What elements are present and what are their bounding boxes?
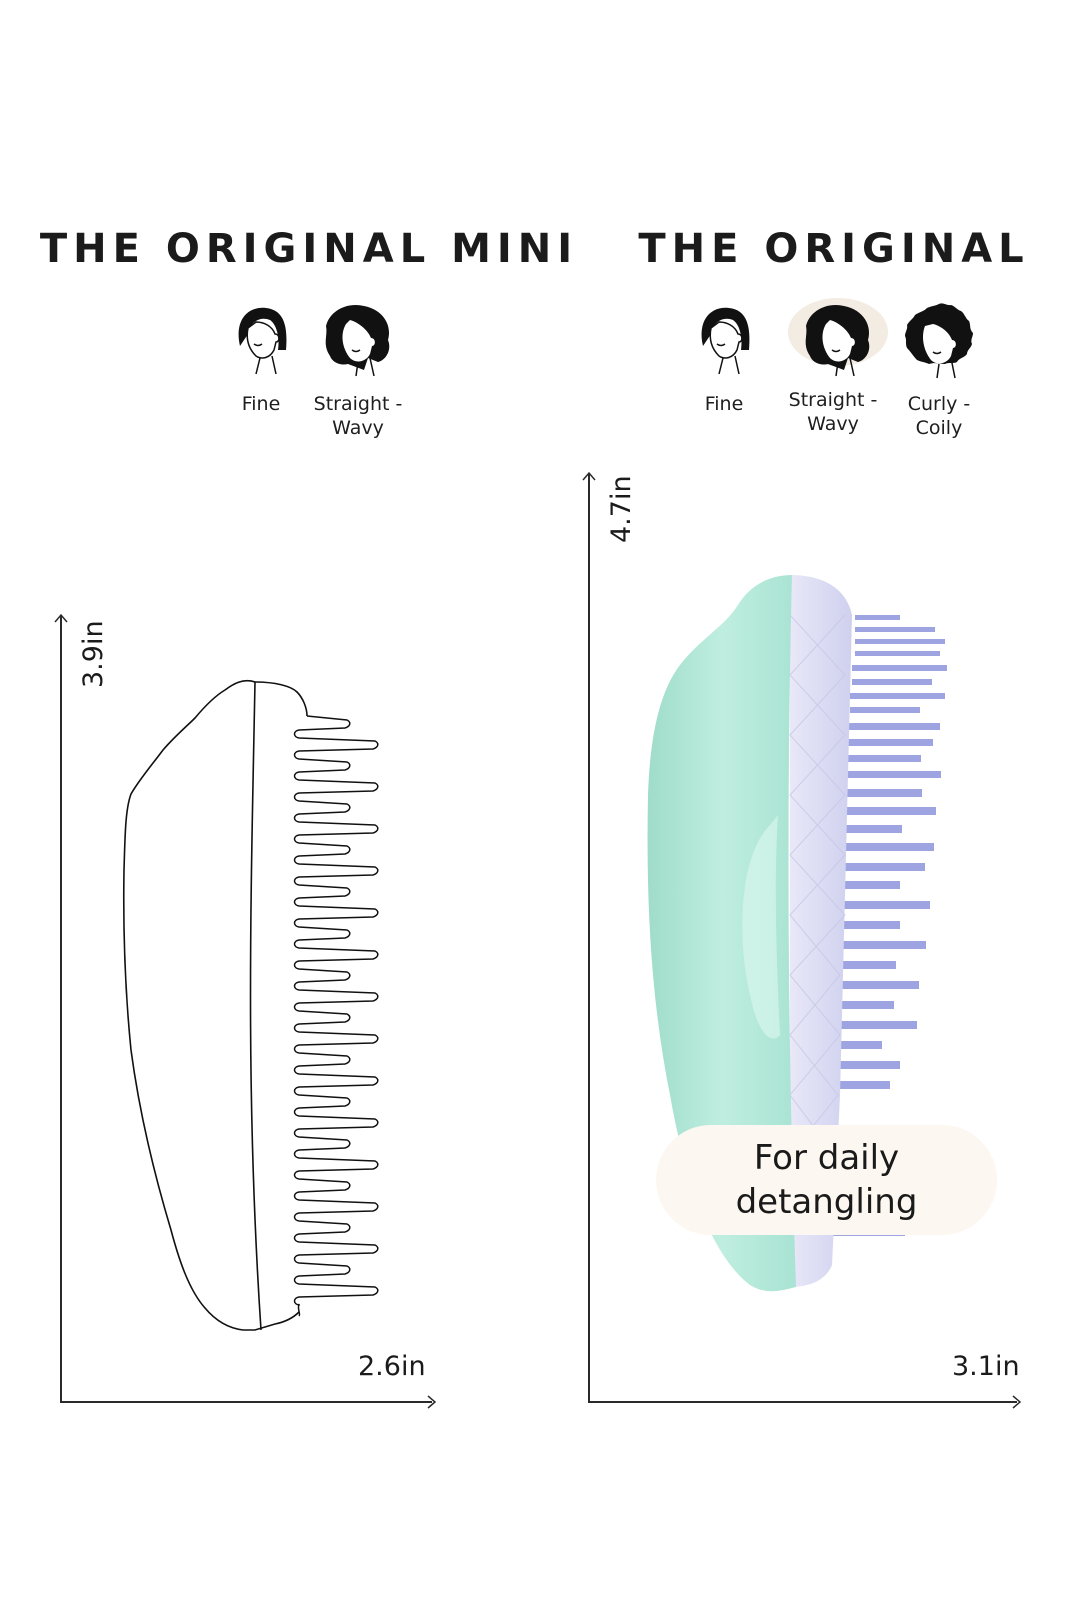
mini-height-label: 3.9in <box>78 620 109 688</box>
original-height-label: 4.7in <box>606 475 637 543</box>
hair-label: Fine <box>241 393 281 415</box>
straight-wavy-hair-icon <box>325 304 390 377</box>
fine-hair-icon <box>701 307 750 375</box>
badge-line-1: For daily <box>753 1138 900 1178</box>
curly-coily-hair-icon <box>905 303 973 379</box>
hair-label: Curly - <box>907 393 971 415</box>
straight-wavy-hair-icon <box>788 298 888 377</box>
hair-label: Wavy <box>807 413 859 435</box>
hair-label: Wavy <box>332 417 384 439</box>
mini-hair-straight-wavy: Straight - Wavy <box>313 300 403 440</box>
daily-detangling-badge: For daily detangling <box>656 1125 997 1235</box>
hair-label: Coily <box>915 417 963 439</box>
hair-label: Straight - <box>313 393 403 415</box>
original-width-label: 3.1in <box>952 1351 1020 1382</box>
mini-width-axis <box>60 1401 432 1403</box>
arrow-up-icon <box>54 613 68 623</box>
arrow-right-icon <box>427 1395 437 1409</box>
mini-hair-fine: Fine <box>216 300 306 416</box>
original-height-axis <box>588 474 590 1402</box>
fine-hair-icon <box>238 307 287 375</box>
arrow-right-icon <box>1012 1395 1022 1409</box>
hair-label: Straight - <box>788 389 878 411</box>
arrow-up-icon <box>582 471 596 481</box>
mini-height-axis <box>60 616 62 1402</box>
original-hair-straight-wavy: Straight - Wavy <box>788 296 888 436</box>
mini-brush-outline-illustration <box>122 679 379 1331</box>
original-title: THE ORIGINAL <box>638 226 1030 272</box>
original-width-axis <box>588 1401 1017 1403</box>
badge-line-2: detangling <box>735 1182 918 1222</box>
mini-title: THE ORIGINAL MINI <box>39 226 579 272</box>
mini-width-label: 2.6in <box>358 1351 426 1382</box>
hair-label: Fine <box>704 393 744 415</box>
original-hair-fine: Fine <box>679 300 769 416</box>
original-hair-curly-coily: Curly - Coily <box>894 300 984 440</box>
